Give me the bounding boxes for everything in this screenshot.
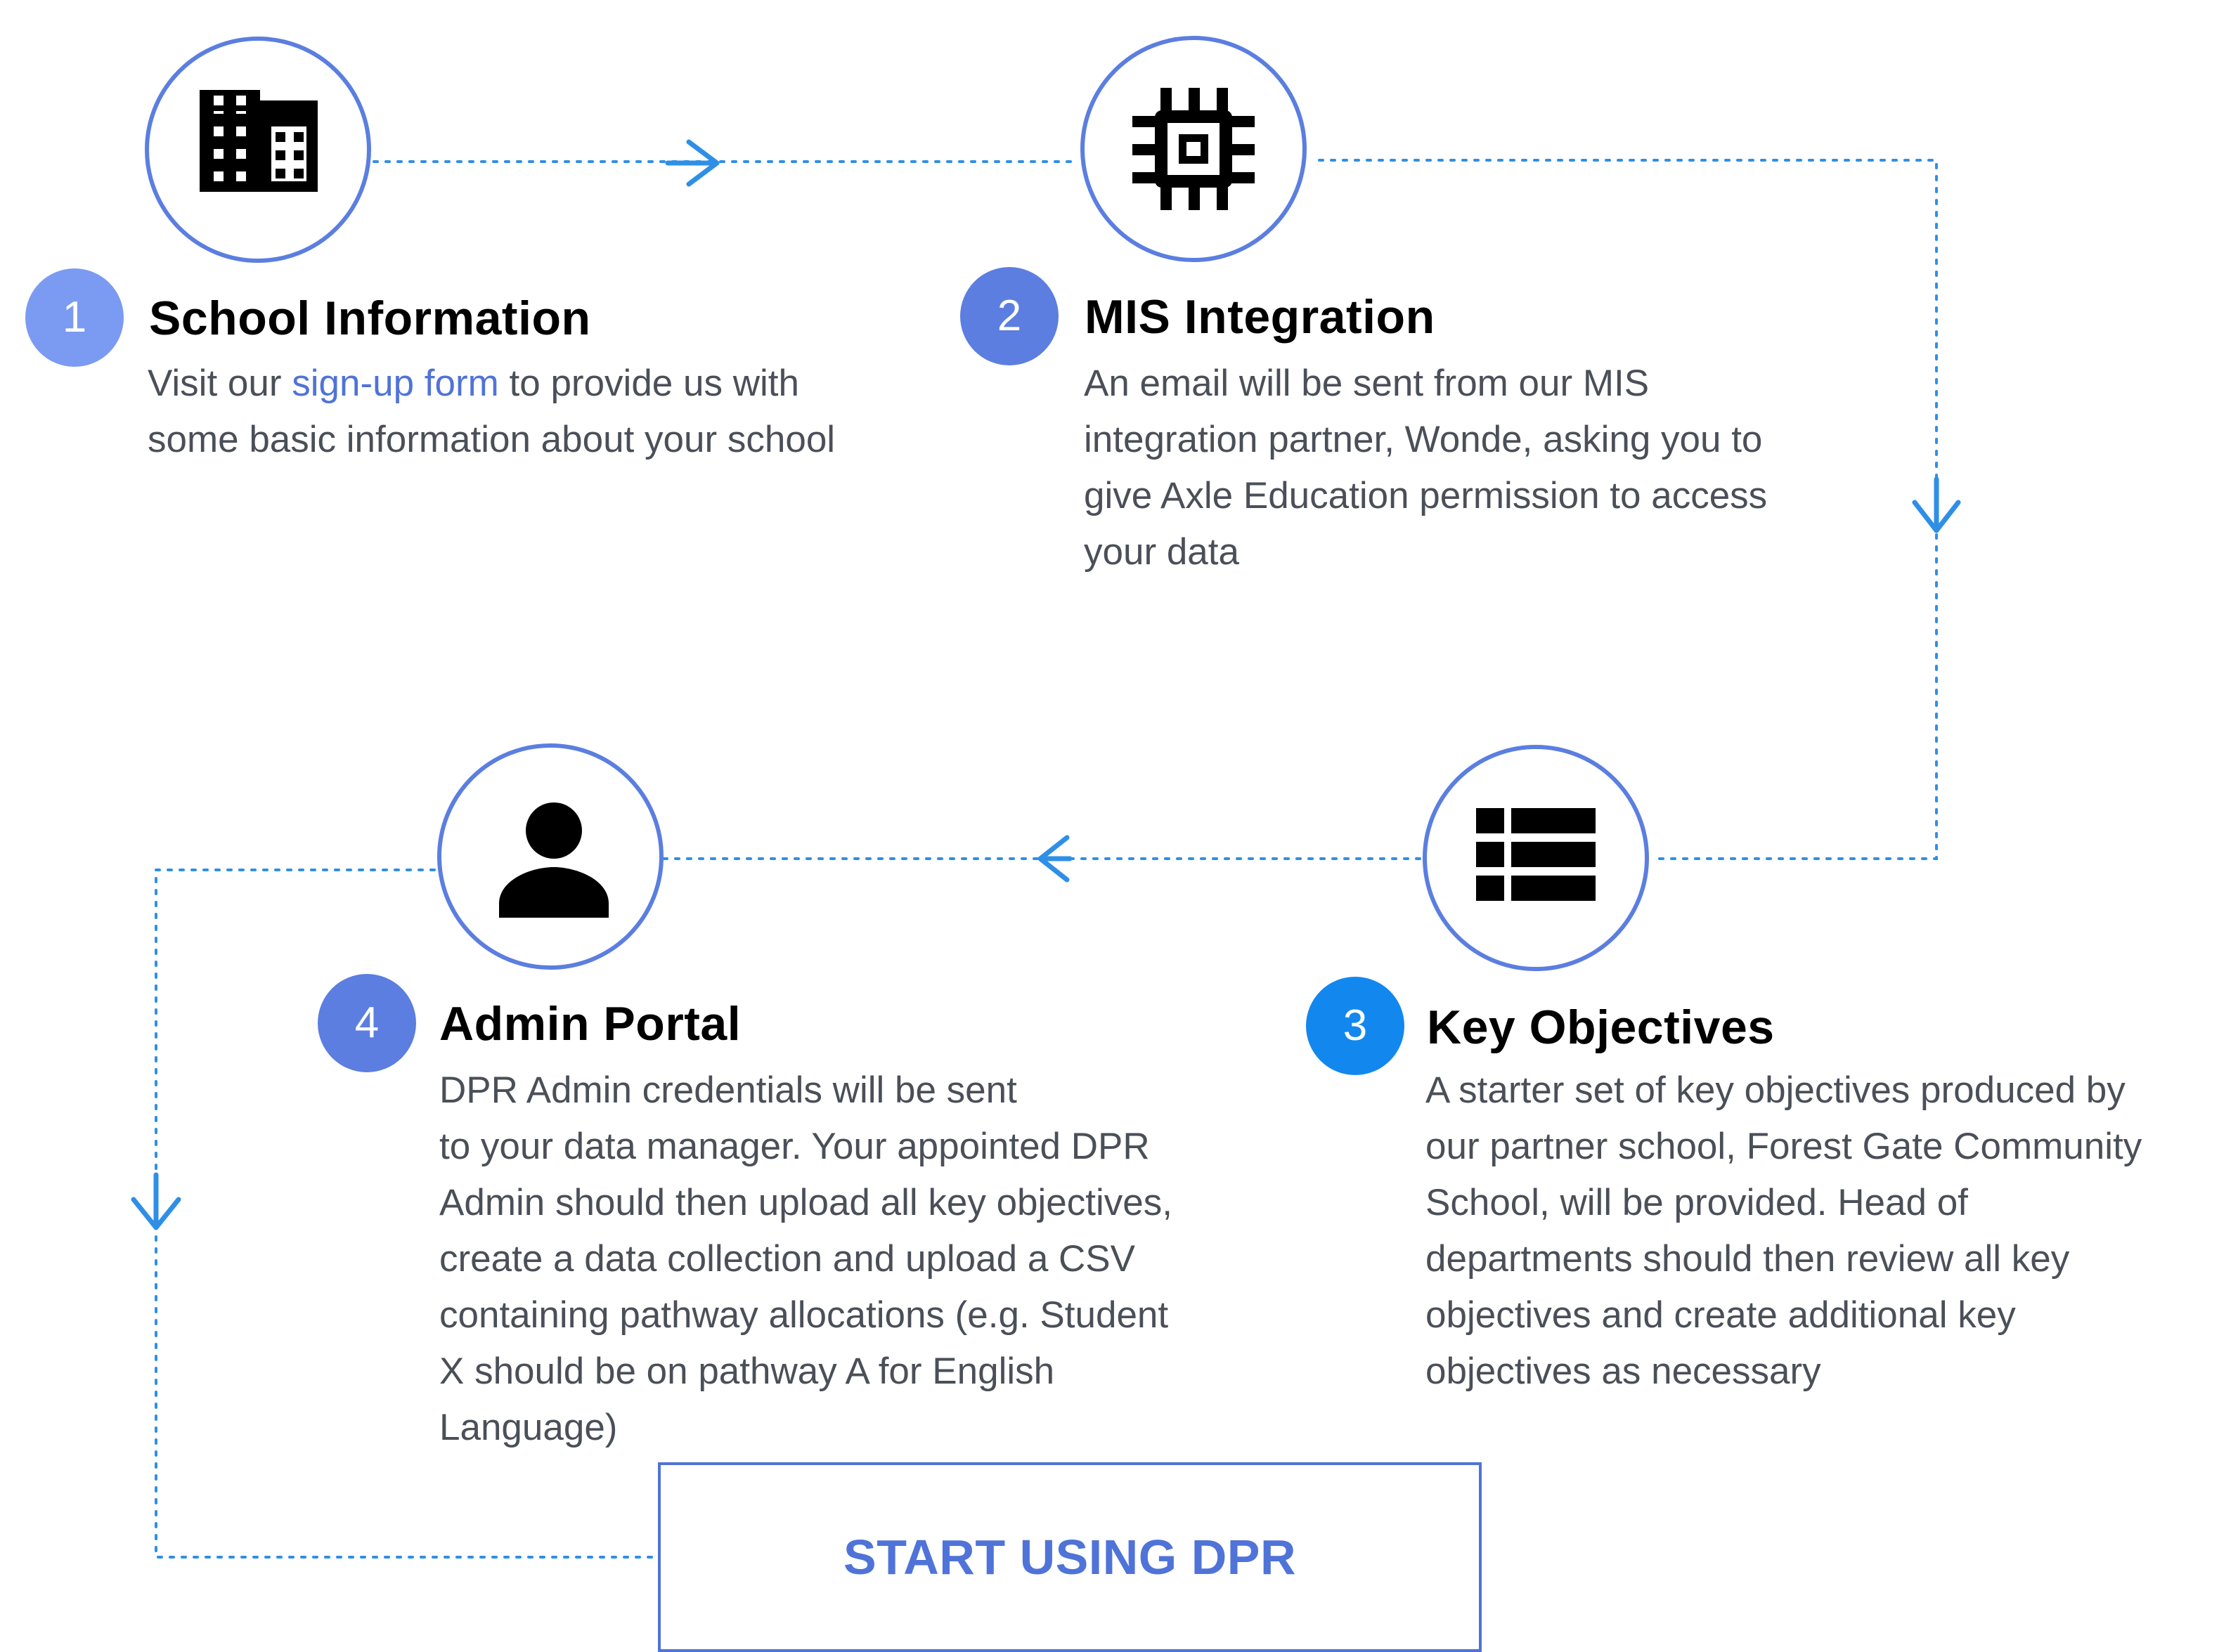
step-3-badge: 3: [1306, 977, 1404, 1075]
step-3-description: A starter set of key objectives produced…: [1425, 1069, 2142, 1392]
step-2-badge: 2: [960, 267, 1059, 365]
sign-up-form-link[interactable]: sign-up form: [292, 363, 499, 404]
step-2-title: MIS Integration: [1085, 290, 1435, 344]
step-1-title: School Information: [149, 292, 591, 345]
step-4-badge: 4: [318, 974, 416, 1072]
building-icon: [200, 90, 318, 192]
step-2-description: An email will be sent from our MIS integ…: [1084, 363, 1768, 573]
step-1-desc-prefix: Visit our: [148, 363, 292, 404]
arrow-right-icon: [665, 139, 720, 187]
step-1-desc-suffix: to provide us with some basic informatio…: [148, 363, 836, 460]
start-using-dpr-button[interactable]: START USING DPR: [658, 1462, 1482, 1652]
step-1-icon-circle: [145, 37, 371, 263]
arrow-down-icon: [1912, 476, 1961, 533]
step-2-icon-circle: [1080, 36, 1307, 262]
person-icon: [499, 802, 609, 918]
step-3-title: Key Objectives: [1427, 1001, 1775, 1054]
arrow-left-icon: [1037, 835, 1073, 883]
step-4-description: DPR Admin credentials will be sent to yo…: [439, 1069, 1172, 1448]
chip-icon: [1132, 88, 1255, 210]
step-3-icon-circle: [1423, 745, 1649, 971]
step-1-badge: 1: [25, 268, 124, 367]
step-4-icon-circle: [437, 743, 664, 970]
step-4-title: Admin Portal: [439, 997, 742, 1051]
list-icon: [1476, 808, 1596, 901]
step-1-description: Visit our sign-up form to provide us wit…: [148, 356, 835, 468]
arrow-down-icon: [131, 1172, 181, 1230]
